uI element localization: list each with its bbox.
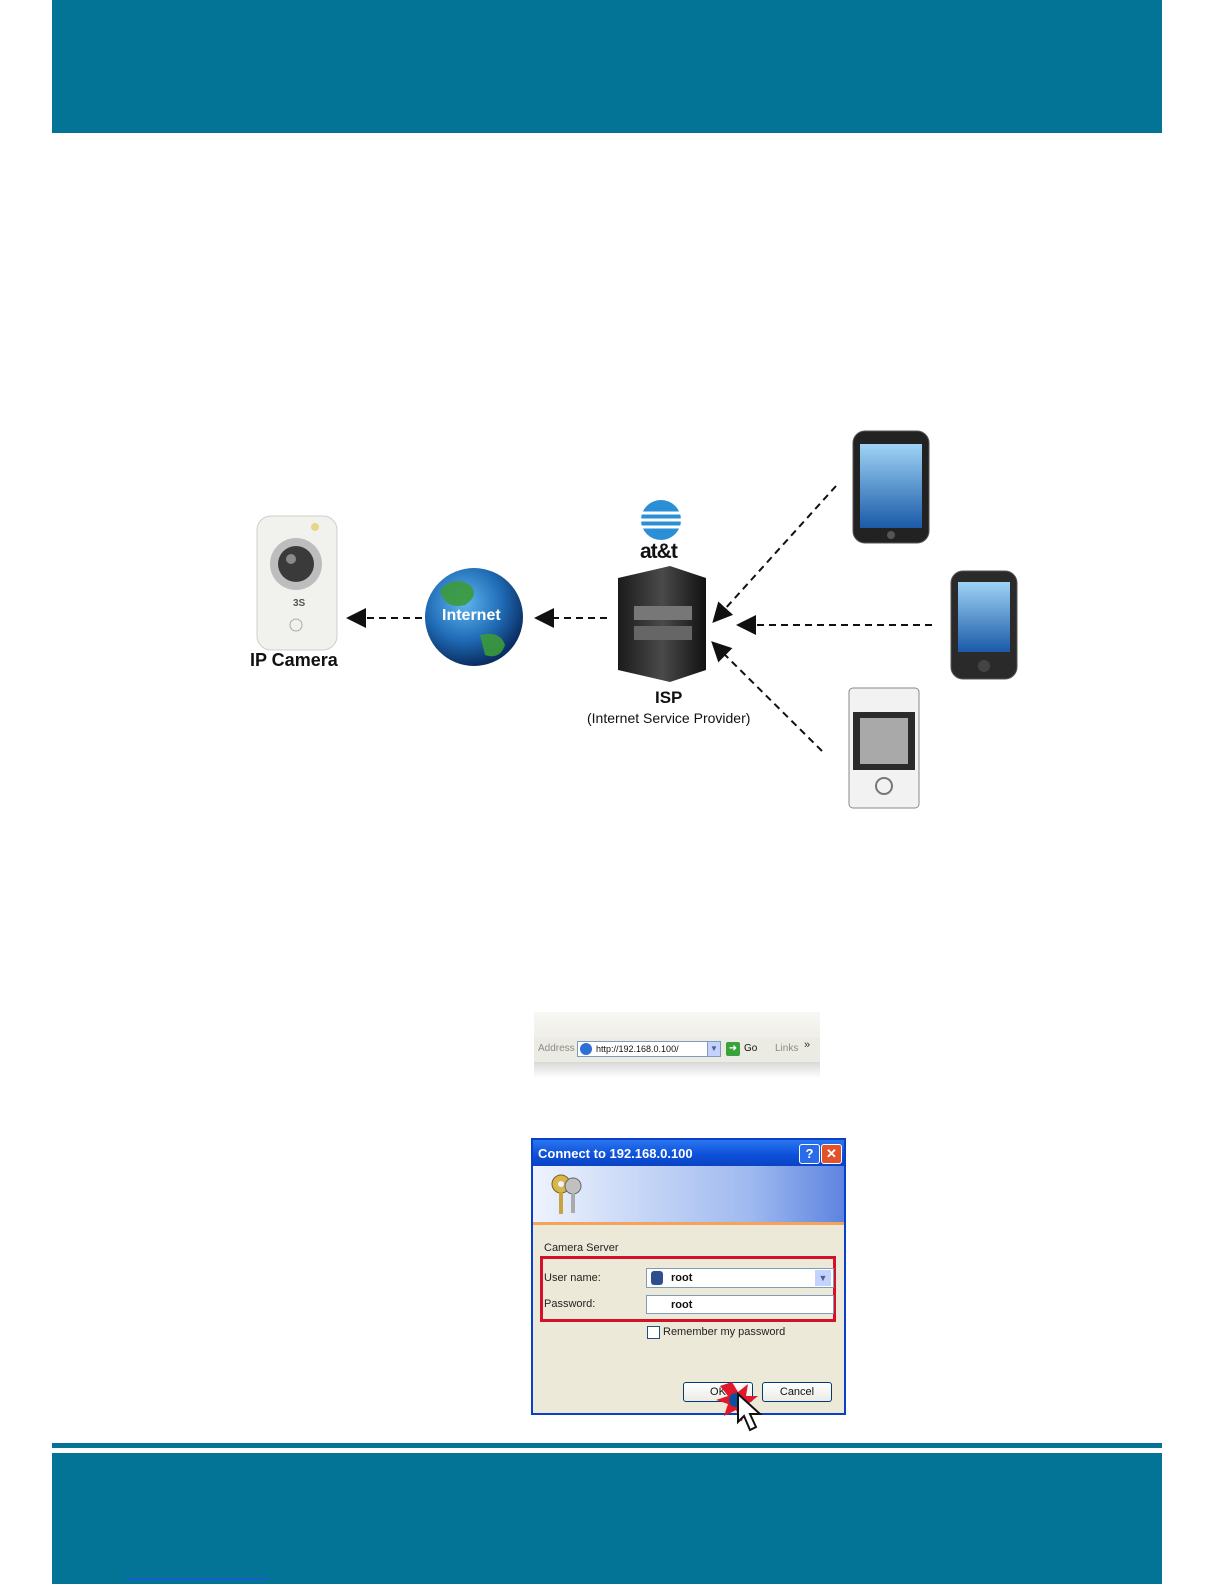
close-button[interactable]: ✕ (821, 1144, 842, 1164)
nokia-phone-icon (849, 688, 919, 808)
browser-address-bar: Address http://192.168.0.100/ ▼ ➜ Go Lin… (534, 1012, 820, 1078)
username-field[interactable]: root ▼ (646, 1268, 834, 1288)
server-label: Camera Server (544, 1242, 619, 1254)
user-icon (651, 1271, 663, 1285)
url-text: http://192.168.0.100/ (596, 1044, 679, 1054)
remember-label[interactable]: Remember my password (663, 1326, 785, 1338)
keys-icon (547, 1172, 587, 1218)
att-label: at&t (640, 540, 677, 564)
smartphone-icon (853, 431, 929, 543)
pda-phone-icon (951, 571, 1017, 679)
network-diagram: IP Camera Internet at&t ISP (Internet Se… (240, 420, 1040, 820)
dialog-title: Connect to 192.168.0.100 (538, 1146, 693, 1161)
click-cursor-icon (712, 1378, 778, 1438)
links-button[interactable]: Links (775, 1043, 798, 1054)
bar-shadow (534, 1062, 820, 1078)
isp-server-icon (618, 566, 706, 682)
remember-checkbox[interactable] (647, 1326, 660, 1339)
footer-rule (52, 1443, 1162, 1448)
att-logo-icon (641, 500, 681, 540)
dialog-titlebar: Connect to 192.168.0.100 ? ✕ (533, 1140, 844, 1166)
arrow-from-phone-1 (715, 486, 836, 620)
internet-label: Internet (442, 607, 501, 625)
chevron-more-icon[interactable]: » (804, 1039, 810, 1051)
go-button[interactable]: Go (744, 1043, 757, 1054)
help-button[interactable]: ? (799, 1144, 820, 1164)
login-dialog: Connect to 192.168.0.100 ? ✕ Camera Serv… (531, 1138, 846, 1415)
url-input[interactable]: http://192.168.0.100/ (577, 1041, 721, 1057)
isp-sublabel: (Internet Service Provider) (587, 710, 750, 726)
ip-camera-icon (257, 516, 337, 650)
url-dropdown-icon[interactable]: ▼ (707, 1041, 721, 1057)
footer-link[interactable] (126, 1568, 268, 1579)
camera-brand-logo: 3S (293, 598, 305, 609)
password-value: root (671, 1299, 692, 1311)
username-label: User name: (544, 1272, 601, 1284)
browser-toolbar (534, 1012, 820, 1038)
username-value: root (671, 1272, 692, 1284)
address-label: Address (538, 1043, 575, 1054)
address-row: Address http://192.168.0.100/ ▼ ➜ Go Lin… (534, 1038, 820, 1063)
isp-label: ISP (655, 688, 682, 708)
username-dropdown-icon[interactable]: ▼ (815, 1270, 831, 1286)
password-label: Password: (544, 1298, 595, 1310)
dialog-banner (533, 1166, 844, 1225)
ie-page-icon (580, 1043, 592, 1055)
go-arrow-icon[interactable]: ➜ (726, 1042, 740, 1056)
password-field[interactable]: root (646, 1295, 834, 1314)
footer-band (52, 1453, 1162, 1584)
ip-camera-label: IP Camera (250, 650, 338, 671)
arrow-from-phone-3 (714, 644, 822, 751)
diagram-graphics (240, 420, 1040, 820)
header-band (52, 0, 1162, 133)
